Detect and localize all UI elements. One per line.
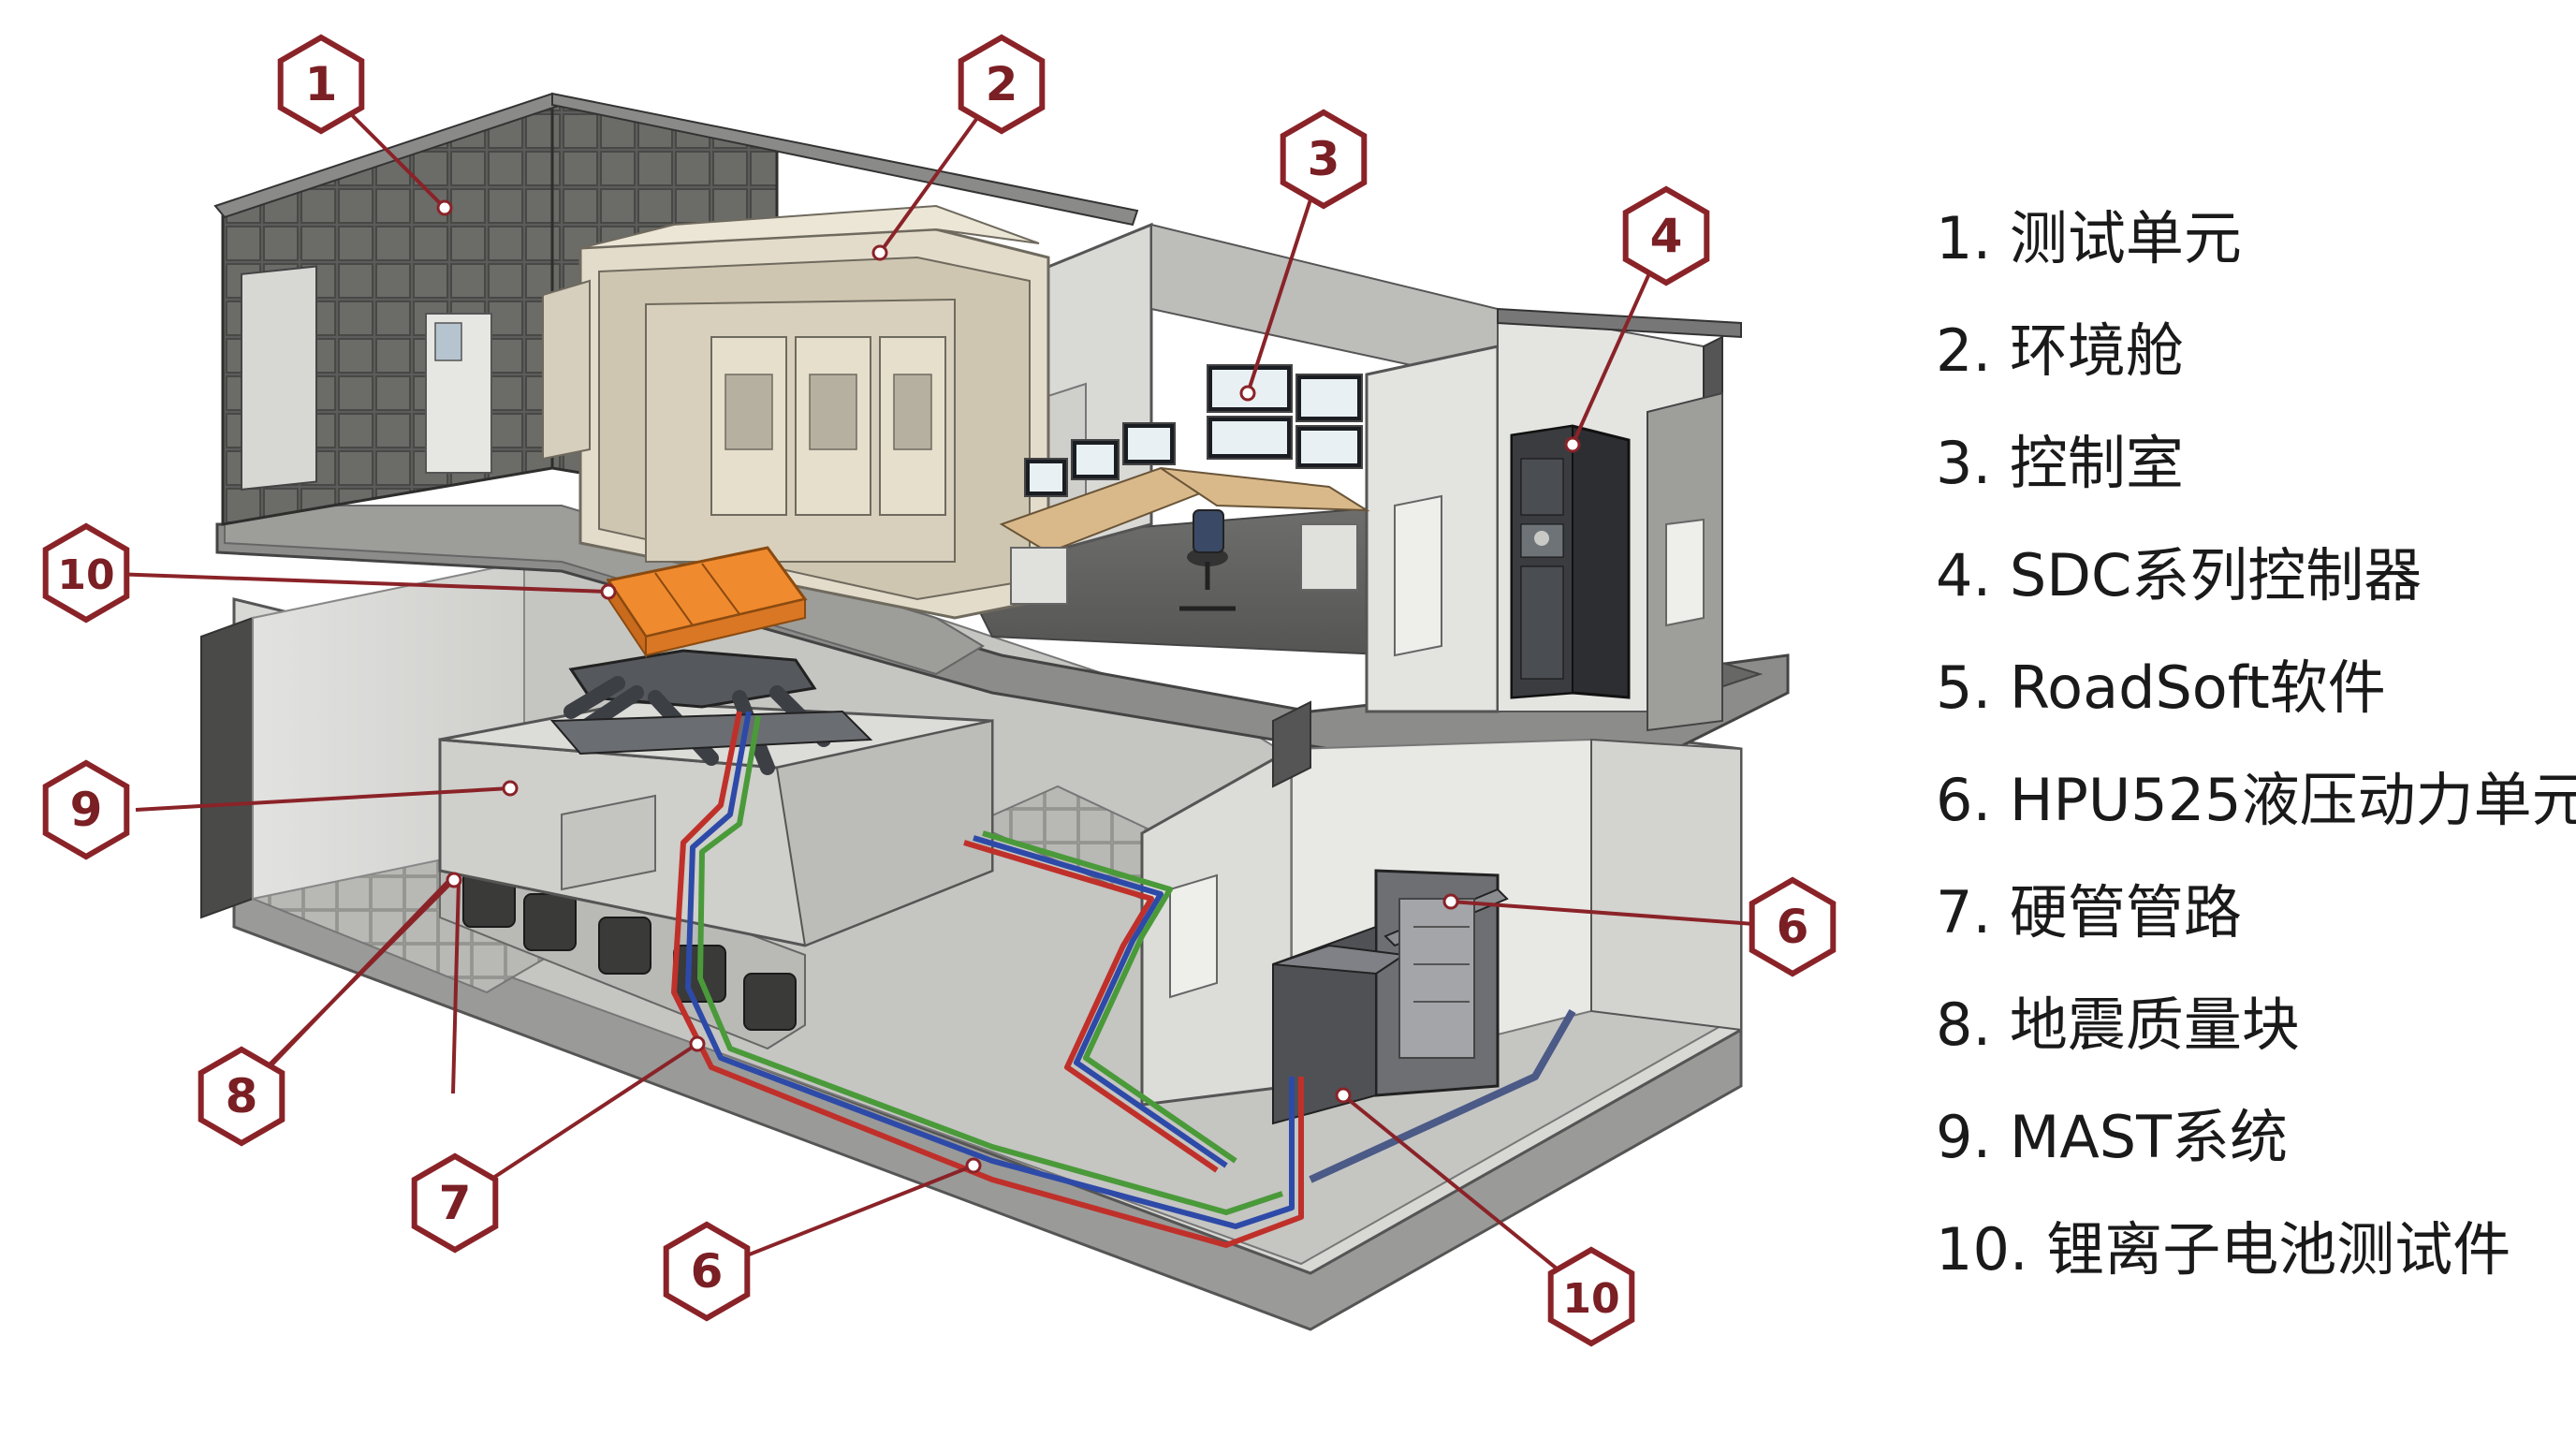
callout-number: 10 (1562, 1275, 1619, 1323)
seismic-mass-icon (438, 700, 994, 1050)
leader-endpoints (436, 199, 1581, 1174)
callout-badge-10b: 10 (1547, 1246, 1635, 1347)
hard-piping-icon (671, 711, 1576, 1248)
leader-lines (85, 82, 1793, 1299)
callout-badge-1: 1 (277, 34, 365, 135)
callout-hexagon (277, 34, 365, 135)
legend-item-7: 7. 硬管管路 (1936, 878, 2242, 946)
hydraulic-power-unit-icon (1272, 869, 1509, 1125)
legend-item-4: 4. SDC系列控制器 (1936, 541, 2422, 609)
callout-number: 9 (70, 783, 103, 837)
legend-item-8: 8. 地震质量块 (1936, 990, 2300, 1059)
callout-number: 10 (57, 551, 114, 599)
legend-item-2: 2. 环境舱 (1936, 316, 2184, 385)
callout-badge-6a: 6 (1749, 876, 1837, 977)
callout-badge-8: 8 (198, 1046, 285, 1147)
callout-badge-2: 2 (958, 34, 1046, 135)
legend-item-3: 3. 控制室 (1936, 429, 2184, 497)
callout-badge-7: 7 (411, 1152, 499, 1254)
callout-hexagon (411, 1152, 499, 1254)
control-room-icon (999, 364, 1370, 611)
callout-badges: 1 2 3 4 6 6 7 8 9 10 10 (42, 34, 1837, 1347)
callout-hexagon (958, 34, 1046, 135)
callout-hexagon (42, 759, 130, 860)
callout-badge-6b: 6 (663, 1221, 751, 1322)
legend-item-10: 10. 锂离子电池测试件 (1936, 1215, 2511, 1284)
callout-hexagon (1622, 185, 1710, 286)
callout-number: 1 (305, 57, 338, 111)
callout-hexagon (1280, 109, 1368, 210)
legend-item-9: 9. MAST系统 (1936, 1103, 2288, 1171)
callout-number: 7 (439, 1176, 472, 1230)
callout-number: 8 (226, 1069, 258, 1123)
battery-pack-icon (606, 546, 808, 659)
callout-badge-3: 3 (1280, 109, 1368, 210)
legend-item-5: 5. RoadSoft软件 (1936, 653, 2386, 722)
callout-number: 2 (986, 57, 1018, 111)
controller-cabinet-icon (1510, 424, 1631, 699)
callout-badge-4: 4 (1622, 185, 1710, 286)
callout-hexagon (198, 1046, 285, 1147)
callout-hexagon (1749, 876, 1837, 977)
legend: 1. 测试单元 2. 环境舱 3. 控制室 4. SDC系列控制器 5. Roa… (1936, 197, 2576, 1320)
mast-table-icon (549, 649, 873, 775)
callout-hexagon (42, 522, 130, 624)
callout-number: 6 (1777, 900, 1809, 954)
callout-number: 6 (691, 1244, 724, 1299)
callout-badge-10a: 10 (42, 522, 130, 624)
environmental-chamber-icon (542, 204, 1050, 620)
callout-hexagon (1547, 1246, 1635, 1347)
callout-number: 3 (1308, 132, 1340, 186)
callout-badge-9: 9 (42, 759, 130, 860)
callout-hexagon (663, 1221, 751, 1322)
callout-number: 4 (1650, 209, 1683, 263)
legend-item-6: 6. HPU525液压动力单元 (1936, 766, 2576, 834)
legend-item-1: 1. 测试单元 (1936, 204, 2242, 272)
